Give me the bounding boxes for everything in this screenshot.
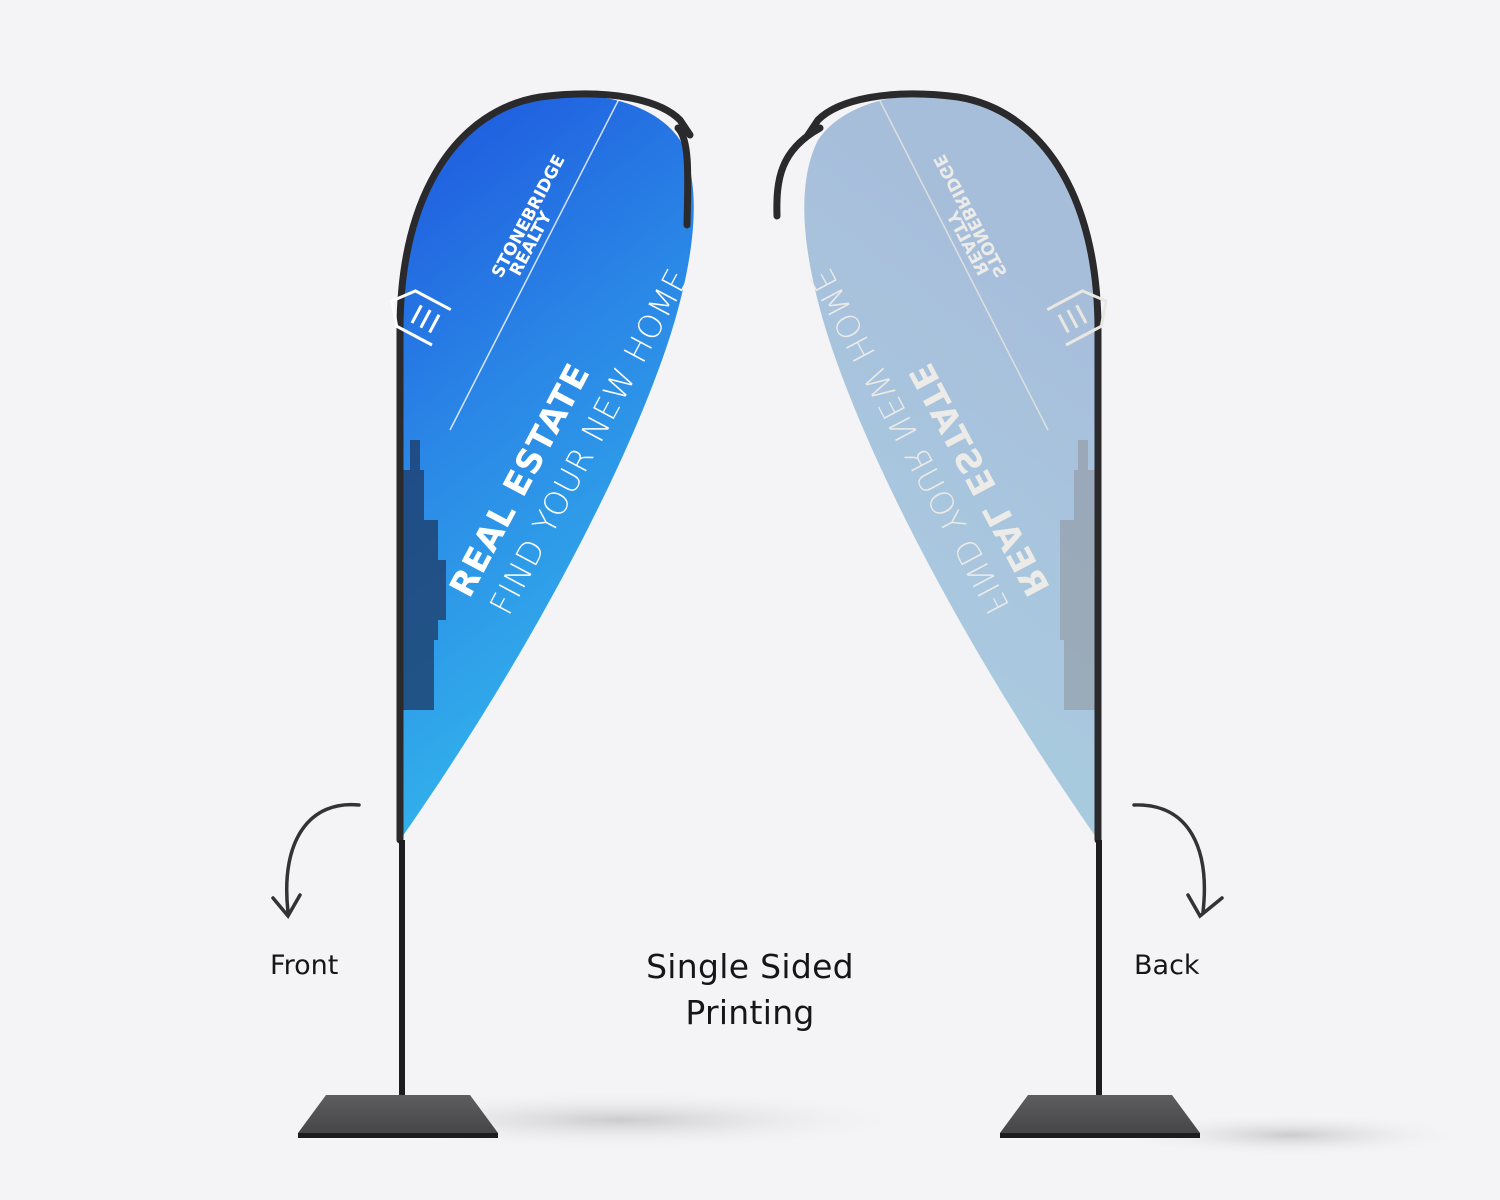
front-city-skyline (402, 440, 446, 710)
front-label: Front (270, 950, 339, 981)
back-divider (877, 96, 1049, 431)
caption-line2: Printing (685, 993, 815, 1032)
front-frame (396, 90, 694, 844)
front-flag (298, 90, 694, 1138)
front-flag-fabric (400, 94, 694, 841)
back-frame (804, 90, 1102, 844)
back-building-logo-icon (1046, 289, 1108, 347)
curved-arrow-down-left-icon (271, 802, 361, 920)
front-pole (399, 840, 405, 1105)
back-pole (1096, 840, 1102, 1105)
back-flag-fabric (804, 94, 1098, 841)
back-city-skyline (1060, 440, 1096, 710)
back-shadow (1110, 1113, 1470, 1157)
back-base (1000, 1095, 1200, 1133)
front-base (298, 1095, 498, 1133)
back-label: Back (1134, 950, 1200, 981)
front-building-logo-icon (390, 289, 452, 347)
back-flag (773, 90, 1200, 1138)
curved-arrow-down-right-icon (1132, 803, 1224, 919)
front-divider (449, 96, 621, 431)
caption: Single Sided Printing (600, 944, 900, 1036)
caption-line1: Single Sided (646, 947, 854, 986)
